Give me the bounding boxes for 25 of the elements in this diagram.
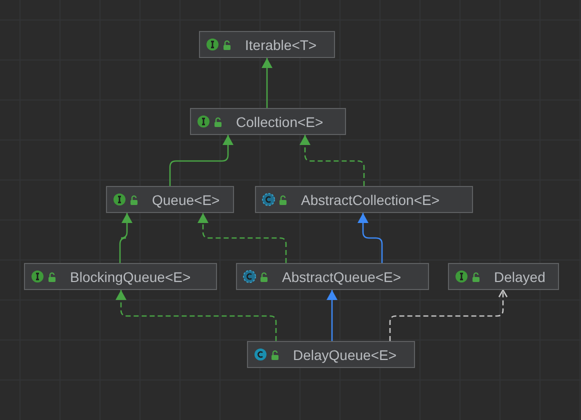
class-box xyxy=(448,263,559,290)
class-box xyxy=(247,341,415,368)
class-box xyxy=(24,263,217,290)
class-name: Delayed xyxy=(494,268,546,284)
inheritance-arrow xyxy=(169,135,234,186)
class-box xyxy=(255,186,473,213)
inheritance-arrow xyxy=(262,58,272,108)
class-name: AbstractQueue<E> xyxy=(282,268,402,284)
class-name: Queue<E> xyxy=(152,192,221,208)
class-name: Iterable<T> xyxy=(245,36,318,52)
class-box xyxy=(199,31,335,58)
inheritance-arrow xyxy=(198,213,287,263)
class-name: Collection<E> xyxy=(236,114,324,130)
class-name: DelayQueue<E> xyxy=(293,346,398,362)
class-box xyxy=(236,263,429,290)
inheritance-arrow xyxy=(300,135,365,186)
inheritance-arrow xyxy=(358,213,383,263)
inheritance-arrow xyxy=(119,213,132,263)
class-box xyxy=(106,186,234,213)
inheritance-arrow xyxy=(116,290,277,341)
class-name: AbstractCollection<E> xyxy=(301,192,441,208)
inheritance-arrow xyxy=(389,289,508,341)
inheritance-arrow xyxy=(326,290,338,341)
class-name: BlockingQueue<E> xyxy=(70,268,192,284)
class-box xyxy=(190,108,346,135)
